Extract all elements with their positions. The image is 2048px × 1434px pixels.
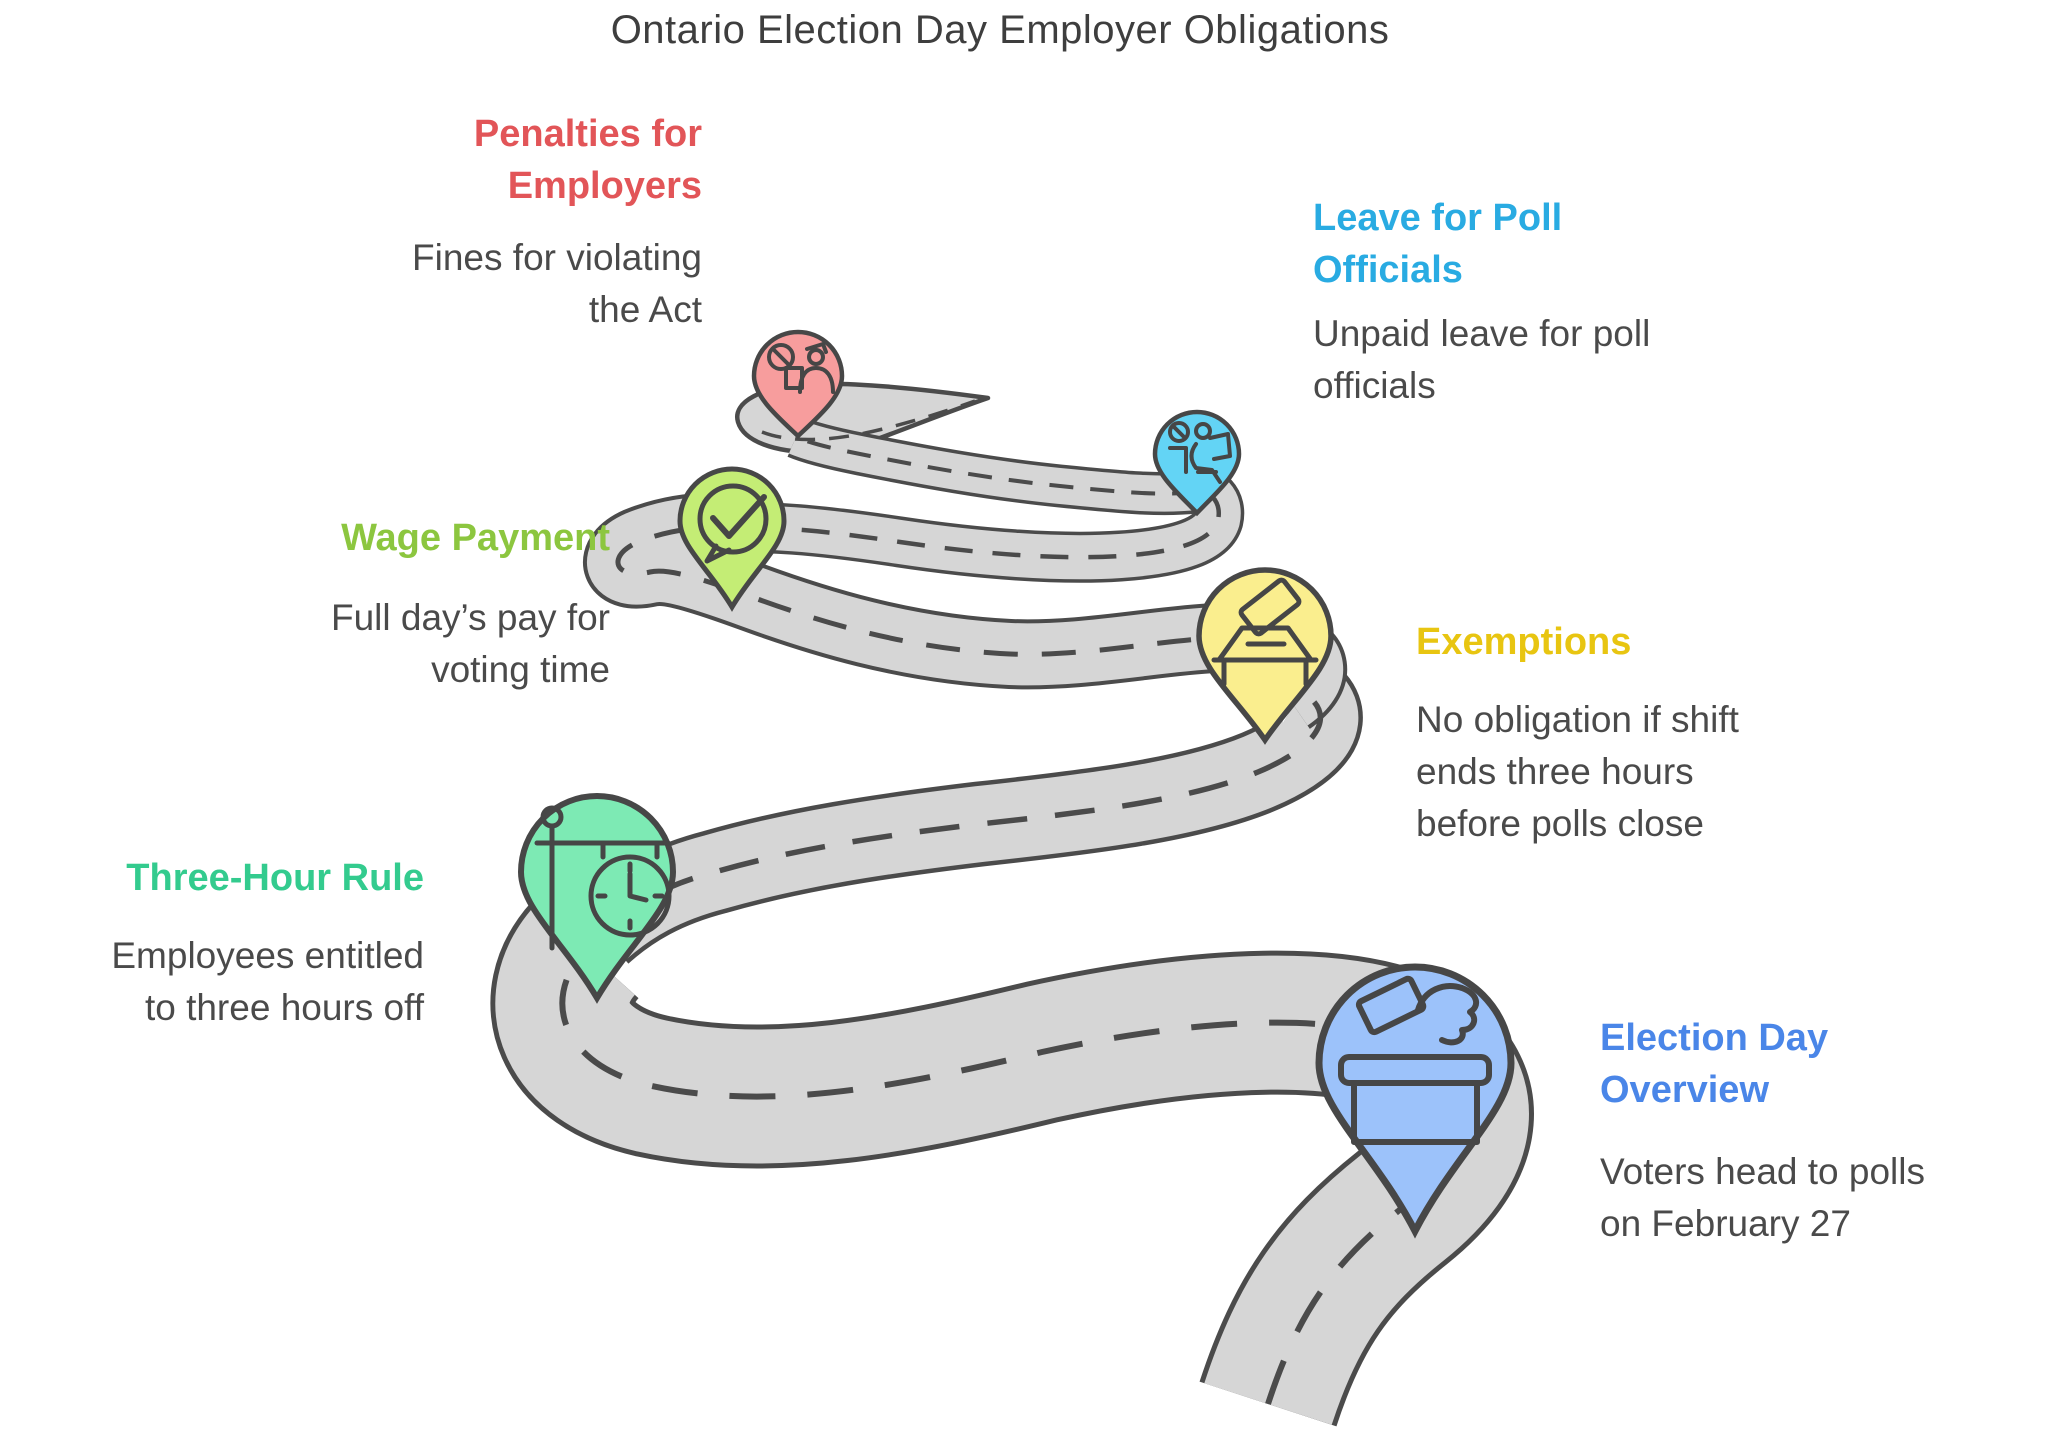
body-line: Full day’s pay for	[331, 597, 610, 638]
heading-line: Wage Payment	[341, 517, 610, 559]
body-line: Unpaid leave for poll	[1313, 313, 1651, 354]
road-centerline-dash	[705, 487, 1222, 560]
milestone-heading-leave-for-poll-officials: Leave for Poll Officials	[1313, 192, 1933, 296]
body-line: the Act	[588, 289, 702, 330]
milestone-heading-three-hour-rule: Three-Hour Rule	[0, 852, 424, 904]
milestone-heading-wage-payment: Wage Payment	[0, 512, 610, 564]
street-clock-icon	[534, 805, 672, 951]
road-surface-segment	[788, 420, 1198, 512]
page-title: Ontario Election Day Employer Obligation…	[610, 8, 1390, 52]
ballot-slot-icon	[1211, 577, 1319, 687]
heading-line: Three-Hour Rule	[126, 857, 424, 899]
body-line: Employees entitled	[111, 935, 424, 976]
body-line: to three hours off	[144, 987, 424, 1028]
milestone-heading-exemptions: Exemptions	[1416, 616, 2036, 668]
milestone-body-penalties-for-employers: Fines for violating the Act	[82, 232, 702, 336]
road-surface-segment	[574, 659, 1359, 961]
heading-line: Exemptions	[1416, 621, 1632, 663]
check-bubble-icon	[697, 483, 769, 564]
body-line: officials	[1313, 365, 1436, 406]
heading-line: Employers	[507, 165, 702, 207]
body-line: Voters head to polls	[1600, 1151, 1925, 1192]
pin-election-day-overview	[1315, 963, 1515, 1239]
heading-line: Leave for Poll	[1313, 197, 1563, 239]
heading-line: Election Day	[1600, 1017, 1829, 1059]
pin-balloon	[1196, 567, 1334, 745]
milestone-body-wage-payment: Full day’s pay for voting time	[0, 592, 610, 696]
pin-leave-for-poll-officials	[1152, 409, 1242, 517]
pin-balloon	[751, 329, 845, 440]
body-line: before polls close	[1416, 803, 1704, 844]
road-centerline-dash	[615, 525, 1315, 703]
milestone-heading-election-day-overview: Election Day Overview	[1600, 1012, 2048, 1116]
milestone-heading-penalties-for-employers: Penalties for Employers	[82, 108, 702, 212]
pin-three-hour-rule	[517, 793, 677, 1004]
road-centerline-dash	[559, 947, 1465, 1405]
heading-line: Penalties for	[473, 113, 702, 155]
road-centerline-dash	[761, 399, 976, 442]
pin-wage-payment	[677, 466, 787, 612]
heading-line: Officials	[1313, 249, 1463, 291]
poll-official-desk-icon	[1168, 421, 1232, 484]
no-employer-icon	[767, 342, 835, 394]
body-line: on February 27	[1600, 1203, 1851, 1244]
milestone-body-leave-for-poll-officials: Unpaid leave for poll officials	[1313, 308, 1933, 412]
ballot-box-hand-icon	[1338, 975, 1492, 1145]
pin-penalties-for-employers	[751, 329, 845, 440]
body-line: No obligation if shift	[1416, 699, 1739, 740]
road-centerline-dash	[795, 435, 1197, 496]
body-line: Fines for violating	[412, 237, 702, 278]
pin-exemptions	[1196, 567, 1334, 745]
body-line: voting time	[431, 649, 610, 690]
body-line: ends three hours	[1416, 751, 1694, 792]
milestone-body-exemptions: No obligation if shift ends three hours …	[1416, 694, 2036, 850]
milestone-body-election-day-overview: Voters head to polls on February 27	[1600, 1146, 2048, 1250]
heading-line: Overview	[1600, 1069, 1769, 1111]
winding-road	[490, 381, 1534, 1427]
milestone-body-three-hour-rule: Employees entitled to three hours off	[0, 930, 424, 1034]
